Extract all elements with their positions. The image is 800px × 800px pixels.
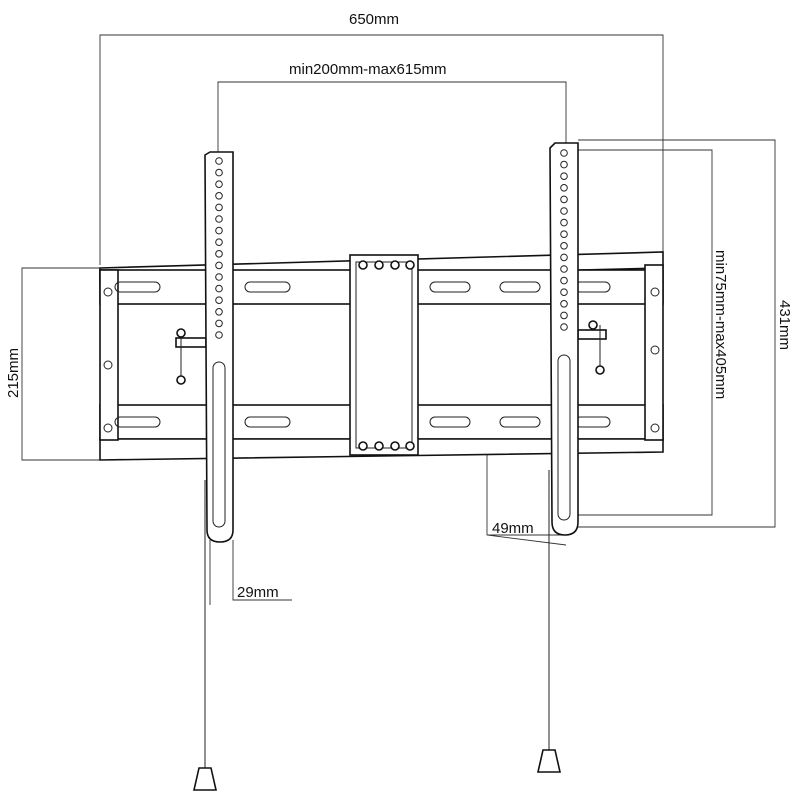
label-bracket-width: 29mm [237, 584, 279, 601]
frame-hole [103, 423, 113, 433]
bracket-hole [560, 300, 568, 308]
bracket-right [549, 142, 579, 536]
safety-lock-right [577, 320, 607, 375]
bracket-hole [215, 319, 223, 328]
rail-slot [429, 281, 471, 293]
bracket-hole [560, 149, 568, 157]
rail-slot [499, 416, 541, 428]
bracket-hole [215, 215, 223, 223]
bracket-hole [560, 253, 568, 262]
frame-hole [650, 345, 660, 355]
pull-cord-right [536, 470, 562, 773]
bracket-hole [560, 218, 568, 227]
dim-bracket-height [578, 139, 776, 528]
frame-hole [650, 423, 660, 433]
bracket-hole [215, 331, 223, 339]
frame-hole [103, 287, 113, 297]
bolt [390, 260, 400, 270]
bracket-hole [560, 276, 568, 285]
bracket-hole [215, 284, 223, 293]
label-frame-height: 215mm [5, 348, 22, 398]
bracket-hole [560, 195, 568, 204]
safety-lock-left [175, 328, 207, 385]
bolt [358, 441, 368, 451]
label-vesa-horizontal: min200mm-max615mm [289, 61, 447, 78]
center-plate [349, 254, 419, 456]
label-overall-width: 650mm [349, 11, 399, 28]
bolt [358, 260, 368, 270]
bracket-hole [560, 230, 568, 238]
label-depth: 49mm [492, 520, 534, 537]
rail-slot [114, 281, 161, 293]
bracket-left [204, 151, 234, 543]
bracket-hole [215, 203, 223, 212]
bracket-hole [215, 180, 223, 188]
bracket-hole [560, 323, 568, 331]
label-vesa-vertical: min75mm-max405mm [712, 250, 729, 399]
bracket-hole [560, 160, 568, 169]
bolt [390, 441, 400, 451]
rail-slot [499, 281, 541, 293]
dim-bracket-width [209, 540, 292, 605]
bracket-hole [215, 296, 223, 305]
frame-hole [650, 287, 660, 297]
pull-cord-left [192, 480, 218, 791]
bracket-hole [215, 238, 223, 246]
bracket-hole [215, 273, 223, 281]
frame-hole [103, 360, 113, 370]
bracket-hole [215, 168, 223, 177]
bracket-hole [560, 265, 568, 273]
bracket-hole [560, 207, 568, 215]
dim-frame-height [21, 267, 100, 461]
rail-slot [429, 416, 471, 428]
label-bracket-height: 431mm [776, 300, 793, 350]
dim-vesa-horizontal [217, 81, 567, 152]
bracket-hole [560, 288, 568, 297]
bracket-hole [215, 261, 223, 270]
bracket-hole [215, 192, 223, 200]
bolt [374, 260, 384, 270]
dim-vesa-vertical [568, 149, 713, 516]
bracket-hole [560, 172, 568, 180]
rail-slot [244, 281, 291, 293]
dim-depth [486, 452, 567, 546]
bracket-hole [215, 308, 223, 316]
bolt [405, 441, 415, 451]
bolt [374, 441, 384, 451]
bracket-hole [560, 242, 568, 250]
bolt [405, 260, 415, 270]
rail-slot [244, 416, 291, 428]
bracket-hole [215, 226, 223, 235]
bracket-hole [560, 311, 568, 320]
bracket-hole [215, 157, 223, 165]
bracket-hole [215, 250, 223, 258]
bracket-hole [560, 184, 568, 192]
rail-slot [114, 416, 161, 428]
